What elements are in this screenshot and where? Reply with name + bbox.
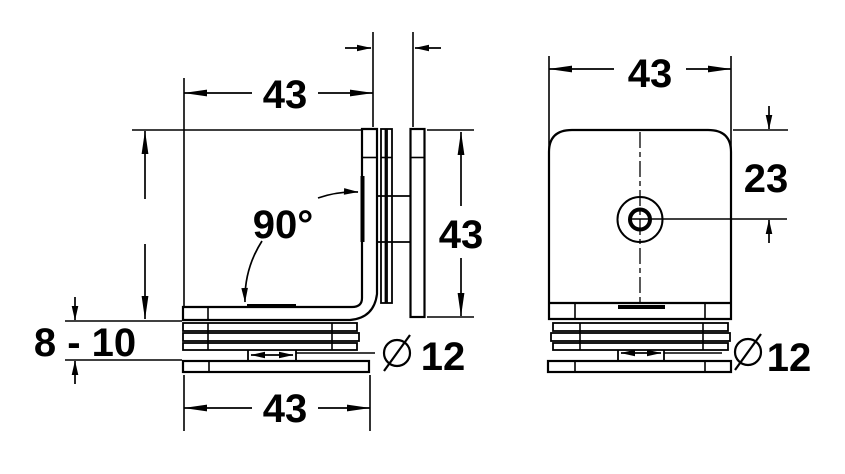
dim-width-top-label: 43 [263,73,308,117]
dim-width: 43 [548,52,732,151]
l-bracket-outline [181,127,379,322]
dim-boss-diameter-label: 12 [421,335,466,379]
front-gasket-strips [550,322,731,351]
dim-boss-diameter-front: 12 [664,333,812,380]
front-view: 43 23 12 [546,52,812,380]
side-view: 43 90° 8 - 10 43 [34,32,483,431]
screw-hole [616,196,664,243]
boss-side-bottom [247,350,297,361]
dim-height-reference [132,129,362,320]
dim-glass-thickness-label: 8 - 10 [34,321,136,365]
outer-clamp-plate [409,127,426,319]
dim-boss-diameter: 12 [296,334,466,379]
diameter-icon [733,333,763,371]
diameter-icon [382,334,412,372]
front-bottom-plate [546,359,733,374]
dim-width-top: 43 [183,32,441,306]
dim-width-bottom-label: 43 [263,387,308,431]
dim-glass-thickness: 8 - 10 [34,297,182,384]
bottom-plate [181,359,371,374]
dim-width-label: 43 [628,52,673,96]
dim-angle-label: 90° [253,203,314,247]
dim-height: 43 [427,129,484,318]
vertical-gasket-strips [380,128,393,304]
dim-hole-offset: 23 [733,106,788,243]
dim-angle-90: 90° [241,188,359,303]
dim-hole-offset-label: 23 [744,157,789,201]
boss-front [617,349,665,361]
dim-boss-diameter-front-label: 12 [767,336,812,380]
boss-side-vertical [378,195,410,243]
dim-height-label: 43 [439,213,484,257]
bottom-gasket-strips [182,322,360,351]
dim-width-bottom: 43 [183,375,371,431]
